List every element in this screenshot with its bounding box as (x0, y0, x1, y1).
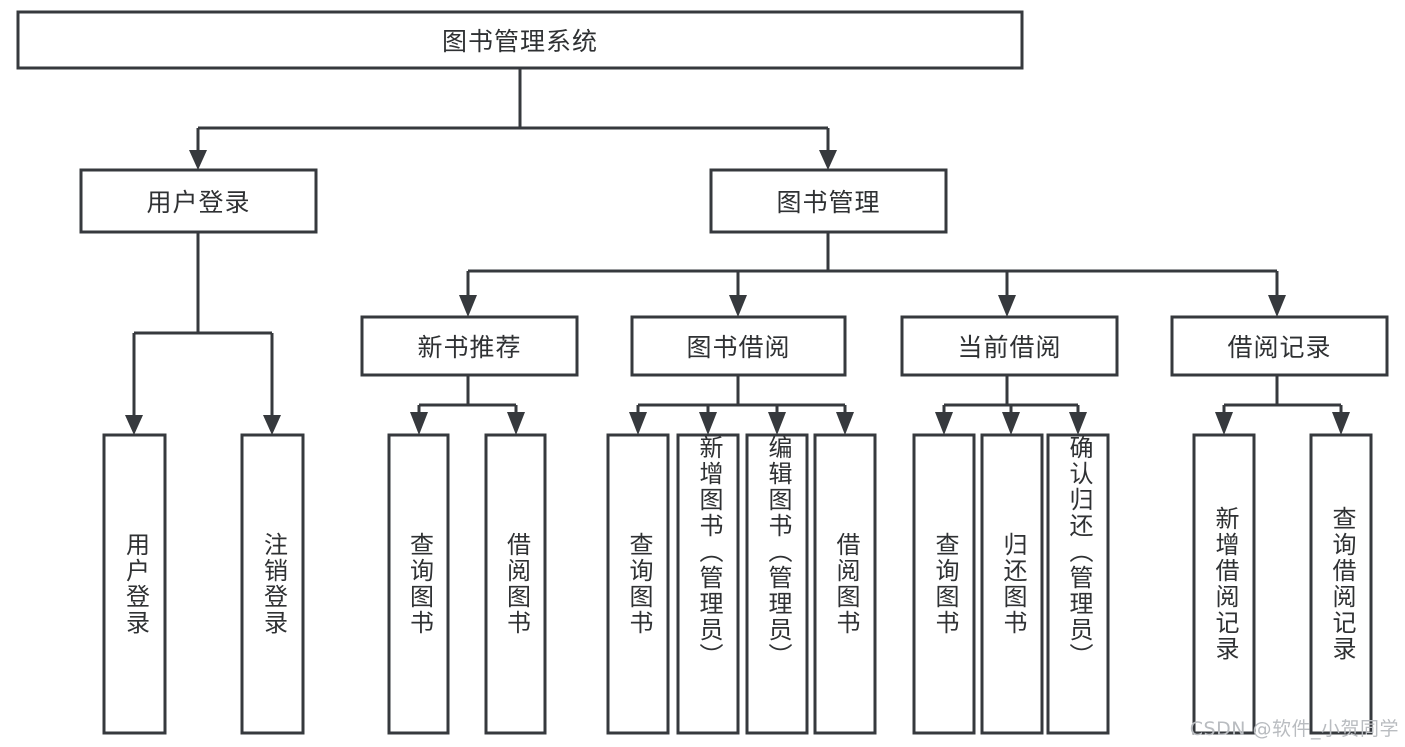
arrow-new-book-leaf1 (410, 412, 428, 435)
node-box-new-book[interactable] (360, 315, 579, 377)
node-box-current-borrow[interactable] (900, 315, 1119, 377)
arrow-book-manage-to-new-book (459, 295, 477, 317)
arrow-user-login-leaf1 (125, 415, 143, 435)
arrow-book-borrow-leaf1 (629, 412, 647, 435)
node-box-leaf-current-borrow-1[interactable] (980, 433, 1044, 735)
node-box-leaf-current-borrow-2[interactable] (1046, 433, 1110, 735)
arrow-book-borrow-leaf3 (768, 412, 786, 435)
node-box-leaf-user-login-0[interactable] (102, 433, 167, 735)
arrow-root-to-book-manage (819, 150, 837, 170)
node-box-leaf-new-book-0[interactable] (387, 433, 450, 735)
node-layer (16, 10, 1389, 735)
node-box-book-borrow[interactable] (630, 315, 847, 377)
arrow-borrow-record-leaf2 (1332, 412, 1350, 435)
arrow-book-manage-to-borrow-record (1268, 295, 1286, 317)
node-box-leaf-borrow-record-1[interactable] (1309, 433, 1373, 735)
arrow-current-borrow-leaf2 (1002, 412, 1020, 435)
arrow-book-manage-to-current-borrow (998, 295, 1016, 317)
node-box-leaf-current-borrow-0[interactable] (912, 433, 976, 735)
node-box-leaf-book-borrow-2[interactable] (745, 433, 809, 735)
connector-layer (125, 68, 1350, 435)
node-box-leaf-book-borrow-0[interactable] (606, 433, 670, 735)
node-box-leaf-new-book-1[interactable] (484, 433, 547, 735)
arrow-book-borrow-leaf4 (836, 412, 854, 435)
node-box-leaf-book-borrow-3[interactable] (813, 433, 877, 735)
node-box-root[interactable] (16, 10, 1024, 70)
arrow-current-borrow-leaf3 (1069, 412, 1087, 435)
arrow-book-borrow-leaf2 (699, 412, 717, 435)
node-box-borrow-record[interactable] (1170, 315, 1389, 377)
arrow-root-to-user-login (189, 150, 207, 170)
arrow-current-borrow-leaf1 (935, 412, 953, 435)
arrow-book-manage-to-book-borrow (729, 295, 747, 317)
node-box-user-login[interactable] (79, 168, 318, 234)
node-box-leaf-borrow-record-0[interactable] (1192, 433, 1256, 735)
node-box-book-manage[interactable] (709, 168, 948, 234)
node-box-leaf-book-borrow-1[interactable] (676, 433, 740, 735)
node-box-leaf-user-login-1[interactable] (240, 433, 305, 735)
csdn-watermark: CSDN @软件_小贺同学 (1189, 718, 1399, 740)
arrow-borrow-record-leaf1 (1215, 412, 1233, 435)
arrow-user-login-leaf2 (263, 415, 281, 435)
arrow-new-book-leaf2 (507, 412, 525, 435)
